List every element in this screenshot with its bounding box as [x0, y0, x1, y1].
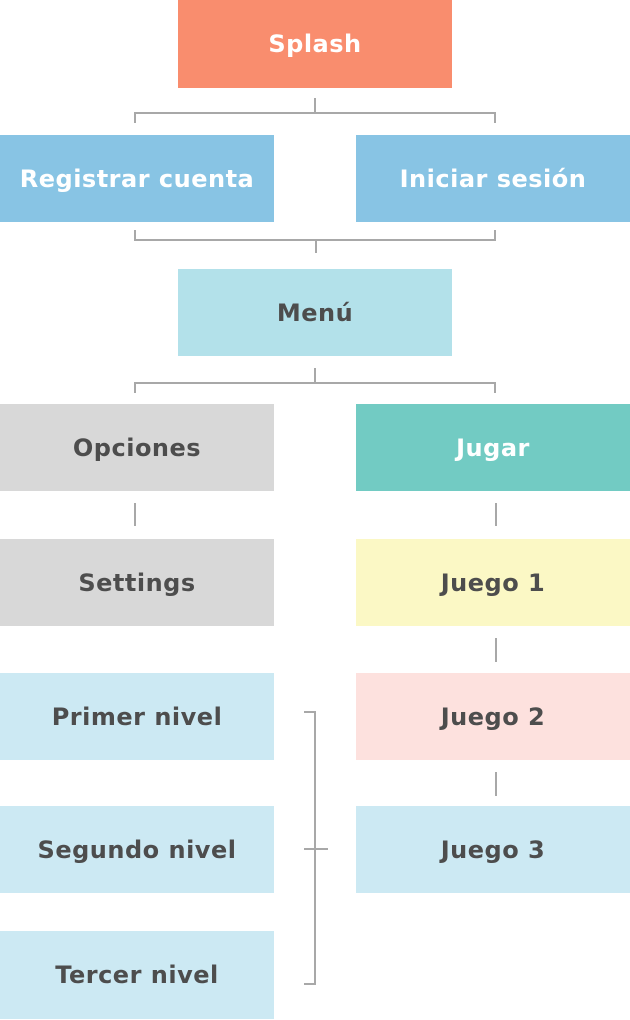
node-settings-label: Settings	[78, 568, 196, 597]
node-splash: Splash	[178, 0, 452, 88]
node-juego-1-label: Juego 1	[440, 568, 546, 597]
node-settings: Settings	[0, 539, 274, 626]
node-juego-1: Juego 1	[356, 539, 630, 626]
node-juego-2: Juego 2	[356, 673, 630, 760]
node-jugar: Jugar	[356, 404, 630, 491]
node-opciones-label: Opciones	[72, 433, 202, 462]
connector-jugar-juego1	[495, 503, 497, 526]
connector-menu-bar	[134, 382, 496, 384]
connector-menu-right-drop	[494, 382, 496, 393]
connector-auth-right-rise	[494, 230, 496, 240]
node-iniciar-sesion: Iniciar sesión	[356, 135, 630, 222]
levels-bracket-bottom	[304, 983, 316, 985]
node-primer-nivel-label: Primer nivel	[51, 702, 223, 731]
node-registrar-cuenta-label: Registrar cuenta	[19, 164, 255, 193]
levels-bracket-top	[304, 711, 316, 713]
connector-menu-left-drop	[134, 382, 136, 393]
connector-splash-bar	[134, 112, 496, 114]
node-menu-label: Menú	[276, 298, 354, 327]
node-tercer-nivel: Tercer nivel	[0, 931, 274, 1019]
node-opciones: Opciones	[0, 404, 274, 491]
node-segundo-nivel: Segundo nivel	[0, 806, 274, 893]
node-registrar-cuenta: Registrar cuenta	[0, 135, 274, 222]
node-splash-label: Splash	[268, 30, 362, 58]
node-tercer-nivel-label: Tercer nivel	[55, 961, 219, 989]
node-juego-2-label: Juego 2	[440, 702, 546, 731]
connector-splash-right-drop	[494, 112, 496, 123]
levels-bracket-link	[304, 848, 328, 850]
connector-auth-left-rise	[134, 230, 136, 240]
node-jugar-label: Jugar	[456, 433, 530, 462]
node-menu: Menú	[178, 269, 452, 356]
node-segundo-nivel-label: Segundo nivel	[37, 835, 237, 864]
connector-juego1-juego2	[495, 638, 497, 662]
node-primer-nivel: Primer nivel	[0, 673, 274, 760]
connector-menu-stem	[314, 368, 316, 383]
node-juego-3: Juego 3	[356, 806, 630, 893]
node-iniciar-sesion-label: Iniciar sesión	[399, 164, 587, 193]
connector-splash-left-drop	[134, 112, 136, 123]
connector-auth-stem	[315, 239, 317, 253]
node-juego-3-label: Juego 3	[440, 835, 546, 864]
connector-splash-stem	[314, 98, 316, 113]
connector-juego2-juego3	[495, 772, 497, 796]
connector-opciones-settings	[134, 503, 136, 526]
